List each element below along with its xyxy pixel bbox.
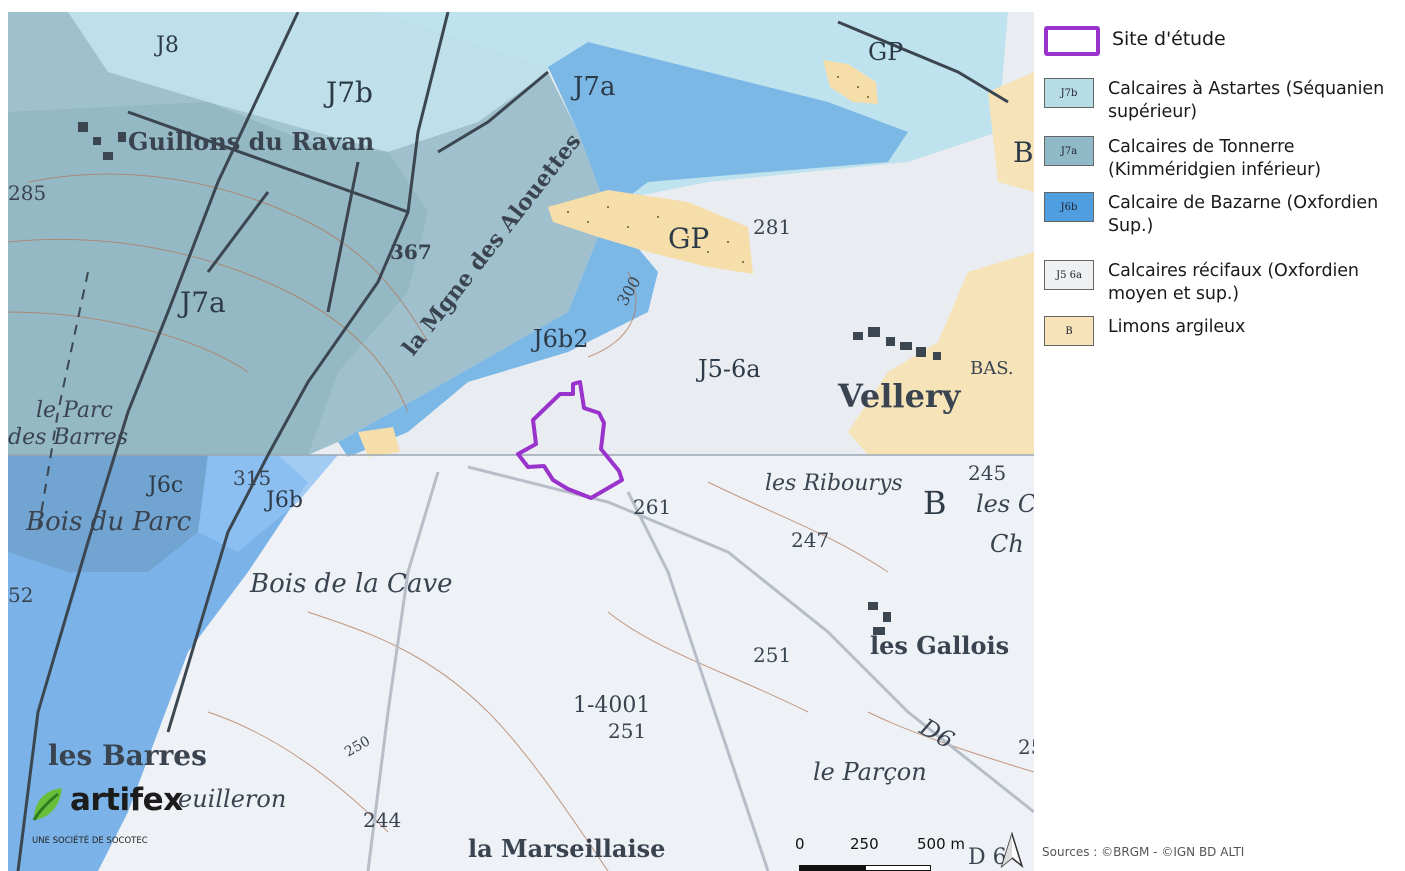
logo-tagline: UNE SOCIÉTÉ DE SOCOTEC	[32, 836, 148, 846]
elev-251: 251	[608, 719, 646, 743]
legend-item-j7b: J7b Calcaires à Astartes (Séquanien supé…	[1044, 78, 1405, 124]
code-j6b: J6b	[264, 488, 303, 513]
contour-lines	[8, 173, 1034, 871]
legend-site-swatch	[1044, 26, 1100, 56]
legend-swatch-j5-6a: J5 6a	[1044, 260, 1094, 290]
legend-item-j5-6a: J5 6a Calcaires récifaux (Oxfordien moye…	[1044, 260, 1405, 306]
code-j7a-ne: J7a	[570, 72, 615, 102]
elev-25: 25	[1018, 735, 1034, 759]
label-borehole: 1-4001	[573, 693, 650, 718]
legend-swatch-j7b: J7b	[1044, 78, 1094, 108]
code-j7a: J7a	[177, 286, 226, 319]
zone-b-ne	[988, 72, 1034, 192]
zone-j6c	[8, 455, 208, 572]
place-ribourys: les Ribourys	[765, 471, 903, 496]
code-b-ne: B	[1013, 136, 1034, 169]
legend-swatch-b: B	[1044, 316, 1094, 346]
legend-site-label: Site d'étude	[1112, 28, 1226, 50]
scale-segment-black	[799, 865, 865, 871]
geological-map[interactable]: J8 J7b J7a J7a J6b2 J5-6a J6c J6b GP GP …	[8, 12, 1034, 871]
legend-label-j7b: Calcaires à Astartes (Séquanien supérieu…	[1108, 79, 1385, 122]
place-bois-de-la-cave: Bois de la Cave	[249, 569, 453, 599]
elev-281: 281	[753, 215, 791, 239]
logo-wordmark: artifex	[70, 782, 183, 818]
legend-label-j6b: Calcaire de Bazarne (Oxfordien Sup.)	[1108, 193, 1379, 236]
elev-52: 52	[8, 583, 33, 607]
code-j6b2: J6b2	[530, 325, 589, 353]
site-boundary[interactable]	[516, 380, 624, 500]
legend-swatch-j6b: J6b	[1044, 192, 1094, 222]
code-b-south: B	[923, 484, 947, 522]
zone-j7b	[68, 12, 568, 152]
legend-swatch-j7a: J7a	[1044, 136, 1094, 166]
legend-item-j6b: J6b Calcaire de Bazarne (Oxfordien Sup.)	[1044, 192, 1405, 238]
village-gallois	[868, 602, 891, 635]
elev-261: 261	[633, 495, 671, 519]
gp-dots	[567, 76, 869, 263]
place-bas: BAS.	[970, 358, 1014, 379]
elev-244: 244	[363, 808, 401, 832]
southern-sheet	[8, 455, 1034, 871]
legend-label-j7a: Calcaires de Tonnerre (Kimméridgien infé…	[1108, 137, 1322, 180]
place-bois-du-parc: Bois du Parc	[25, 507, 192, 537]
place-ch: Ch	[990, 530, 1024, 558]
scale-label-500: 500 m	[917, 835, 966, 853]
zone-gp-3	[358, 427, 400, 457]
zone-j6b-band	[338, 42, 908, 457]
sources-credit: Sources : ©BRGM - ©IGN BD ALTI	[1042, 845, 1245, 859]
place-gallois: les Gallois	[870, 631, 1009, 660]
legend-label-b: Limons argileux	[1108, 317, 1246, 337]
code-j7b: J7b	[323, 76, 373, 109]
place-le-parc: le Parc	[36, 398, 113, 423]
label-d6-south: D 6	[968, 845, 1007, 870]
zone-j6b-mid	[198, 455, 338, 552]
elev-251-east: 251	[753, 643, 791, 667]
artifex-logo: artifex UNE SOCIÉTÉ DE SOCOTEC	[30, 780, 200, 852]
place-des-barres: des Barres	[8, 425, 128, 450]
code-gp: GP	[668, 222, 709, 255]
place-les-barres: les Barres	[48, 739, 207, 772]
zone-gp-1	[548, 190, 753, 274]
elev-315: 315	[233, 466, 271, 490]
legend-item-b: B Limons argileux	[1044, 316, 1405, 346]
legend-label-j5-6a: Calcaires récifaux (Oxfordien moyen et s…	[1108, 261, 1359, 304]
code-j5-6a: J5-6a	[695, 355, 761, 383]
elev-285: 285	[8, 181, 46, 205]
legend-item-j7a: J7a Calcaires de Tonnerre (Kimméridgien …	[1044, 136, 1405, 182]
place-parcon: le Parçon	[813, 758, 927, 786]
village-guillons	[78, 122, 126, 160]
zone-gp-2	[823, 60, 878, 104]
code-gp-ne: GP	[868, 38, 903, 66]
place-guillons: Guillons du Ravan	[128, 127, 374, 156]
map-canvas: J8 J7b J7a J7a J6b2 J5-6a J6c J6b GP GP …	[8, 12, 1034, 871]
scale-label-0: 0	[795, 835, 805, 853]
place-euilleron: euilleron	[178, 785, 286, 813]
zone-j7a-dark	[8, 102, 428, 455]
elev-245: 245	[968, 461, 1006, 485]
place-les-c: les C	[976, 490, 1034, 518]
village-vellery	[853, 327, 941, 360]
code-j8: J8	[154, 33, 179, 58]
place-marseillaise: la Marseillaise	[468, 834, 665, 863]
fault-lines	[16, 12, 1009, 871]
north-arrow-icon	[1000, 832, 1024, 868]
scale-bar: 0 250 500 m	[795, 835, 995, 871]
code-j6c: J6c	[146, 473, 183, 498]
scale-label-250: 250	[850, 835, 879, 853]
scale-segment-white	[865, 865, 931, 871]
elev-367: 367	[390, 240, 432, 264]
place-vellery: Vellery	[837, 377, 962, 415]
legend-site: Site d'étude	[1044, 26, 1405, 56]
artifex-leaf-icon	[32, 788, 62, 821]
elev-247: 247	[791, 528, 829, 552]
dashed-faults	[37, 271, 89, 533]
